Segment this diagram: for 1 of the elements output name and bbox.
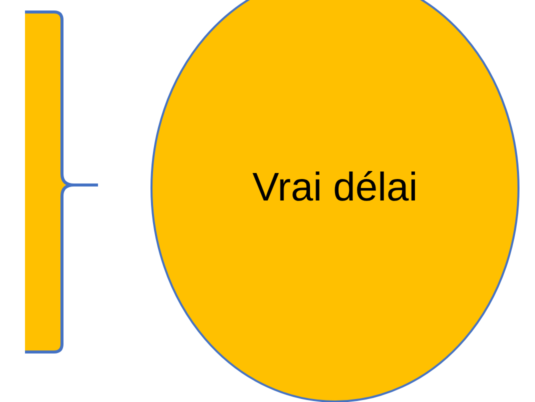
node-label: Vrai délai [252,166,418,210]
